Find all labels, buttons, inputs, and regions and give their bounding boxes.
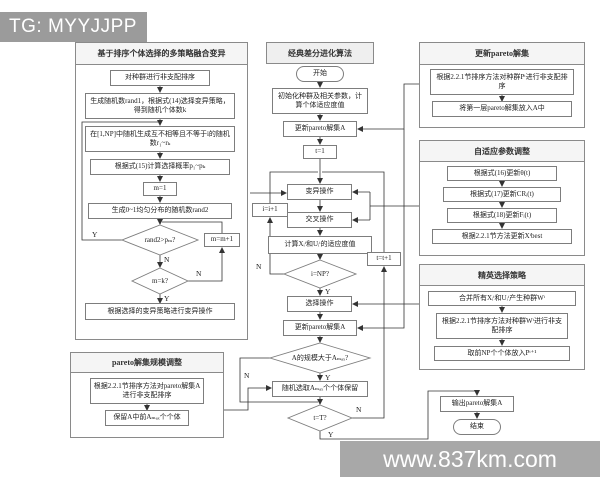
- node-update-pareto-a2: 更新pareto解集A: [283, 320, 357, 336]
- edge-updateframe-updatea1: [357, 83, 419, 132]
- node-update-theta: 根据式(16)更新θ(t): [447, 166, 557, 181]
- frame-mutation-strategy: 基于排序个体选择的多策略融合变异: [75, 42, 248, 340]
- node-random-keep: 随机选取Aₘₐₓ个个体保留: [272, 381, 368, 397]
- node-keep-top: 保留A中前Aₘₐₓ个个体: [105, 410, 189, 426]
- node-m-init: m=1: [143, 182, 177, 196]
- node-update-f: 根据式(18)更新Fᵢ(t): [447, 208, 557, 223]
- decision-size-shape: [268, 342, 372, 374]
- edge-resizeframe-randomkeep: [224, 385, 272, 411]
- node-first-layer-to-a: 将第一层pareto解集放入A中: [432, 101, 572, 117]
- frame-adaptive-params: 自适应参数调整: [419, 140, 585, 256]
- edge-mcheck-no-minc: [188, 247, 225, 282]
- node-start: 开始: [296, 66, 344, 82]
- decision-tT-label: t=T?: [313, 414, 327, 422]
- node-update-xbest: 根据2.2.1节方法更新Xᵗbest: [432, 229, 572, 244]
- edge-sizecheck-no-bypass: [239, 357, 318, 403]
- frame-adaptive-params-title: 自适应参数调整: [420, 141, 584, 162]
- label-tT-yes: Y: [328, 430, 334, 439]
- frame-elite-selection: 精英选择策略: [419, 264, 585, 370]
- node-gen-indices: 在[1,NP]中随机生成互不相等且不等于i的随机数r₁~rₖ: [85, 126, 235, 152]
- label-inp-no: N: [256, 262, 262, 271]
- frame-pareto-resize: pareto解集规模调整: [70, 352, 224, 438]
- label-mk-no: N: [196, 269, 202, 278]
- node-update-cr: 根据式(17)更新CRᵢ(t): [443, 187, 561, 202]
- node-t-inc: t=t+1: [367, 252, 401, 266]
- node-calc-prob: 根据式(15)计算选择概率p₁~pₖ: [90, 159, 230, 175]
- node-rank-population-w: 根据2.2.1节排序方法对种群Wᵗ进行非支配排序: [436, 313, 568, 339]
- node-rank-population-p: 根据2.2.1节排序方法对种群Pᵗ进行非支配排序: [430, 69, 574, 95]
- label-size-yes: Y: [325, 373, 331, 382]
- label-rand2-no: N: [164, 255, 170, 264]
- frame-update-pareto: 更新pareto解集: [419, 42, 585, 128]
- edge-rand2check-yes-loop: [81, 121, 158, 241]
- node-rank-pareto-a: 根据2.2.1节排序方法对pareto解集A进行非支配排序: [90, 378, 204, 404]
- decision-tT-shape: [286, 404, 354, 432]
- node-gen-rand1: 生成随机数rand1，根据式(14)选择变异策略，得到随机个体数k: [85, 93, 235, 119]
- node-end: 结束: [453, 419, 501, 435]
- node-sort-population: 对种群进行非支配排序: [110, 70, 210, 86]
- decision-inp-label: i=NP?: [311, 270, 329, 278]
- edge-tcheck-no-tinc: [352, 266, 387, 419]
- frame-elite-selection-title: 精英选择策略: [420, 265, 584, 286]
- node-gen-rand2: 生成0~1均匀分布的随机数rand2: [88, 203, 232, 219]
- node-calc-fitness: 计算Xᵢᵗ和Uᵢᵗ的适应度值: [268, 236, 372, 254]
- decision-rand2-label: rand2>pₘ?: [144, 236, 176, 244]
- label-size-no: N: [244, 371, 250, 380]
- node-i-inc: i=i+1: [252, 203, 288, 217]
- edge-tcheck-yes-output: [319, 390, 480, 440]
- node-merge-populations: 合并所有Xᵢᵗ和Uᵢᵗ产生种群Wᵗ: [428, 291, 576, 306]
- header-classic-de: 经典差分进化算法: [266, 42, 374, 64]
- decision-rand2-shape: [120, 224, 200, 256]
- edge-minc-return: [162, 221, 223, 233]
- node-mutation-op: 变异操作: [287, 184, 352, 200]
- edge-adaptiveframe-stub: [369, 192, 419, 220]
- edge-updateframe-updatea2: [357, 129, 405, 331]
- node-update-pareto-a1: 更新pareto解集A: [283, 121, 357, 137]
- label-rand2-yes: Y: [92, 230, 98, 239]
- frame-update-pareto-title: 更新pareto解集: [420, 43, 584, 65]
- label-mk-yes: Y: [164, 294, 170, 303]
- edge-tinc-return: [322, 171, 385, 252]
- node-init-population: 初始化种群及相关参数，计算个体适应度值: [272, 88, 368, 114]
- frame-mutation-strategy-title: 基于排序个体选择的多策略融合变异: [76, 43, 247, 65]
- decision-inp-shape: [282, 259, 358, 289]
- node-selection-op: 选择操作: [287, 296, 352, 312]
- frame-pareto-resize-title: pareto解集规模调整: [71, 353, 223, 373]
- watermark-top-banner: TG: MYYJJPP: [0, 12, 147, 42]
- node-output-pareto: 输出pareto解集A: [440, 396, 514, 412]
- label-inp-yes: Y: [325, 287, 331, 296]
- node-do-mutation-strategy: 根据选择的变异策略进行变异操作: [85, 303, 235, 320]
- decision-mk-shape: [130, 267, 190, 295]
- node-crossover-op: 交叉操作: [287, 212, 352, 228]
- decision-mk-label: m=k?: [152, 277, 168, 285]
- node-take-np: 取前NP个个体放入Pᵗ⁺¹: [434, 346, 570, 361]
- watermark-bottom-banner: www.837km.com: [340, 441, 600, 477]
- label-tT-no: N: [356, 405, 362, 414]
- decision-size-label: A的规模大于Aₘₐₓ?: [291, 354, 349, 362]
- node-t-init: t=1: [303, 145, 337, 159]
- node-m-inc: m=m+1: [204, 233, 240, 247]
